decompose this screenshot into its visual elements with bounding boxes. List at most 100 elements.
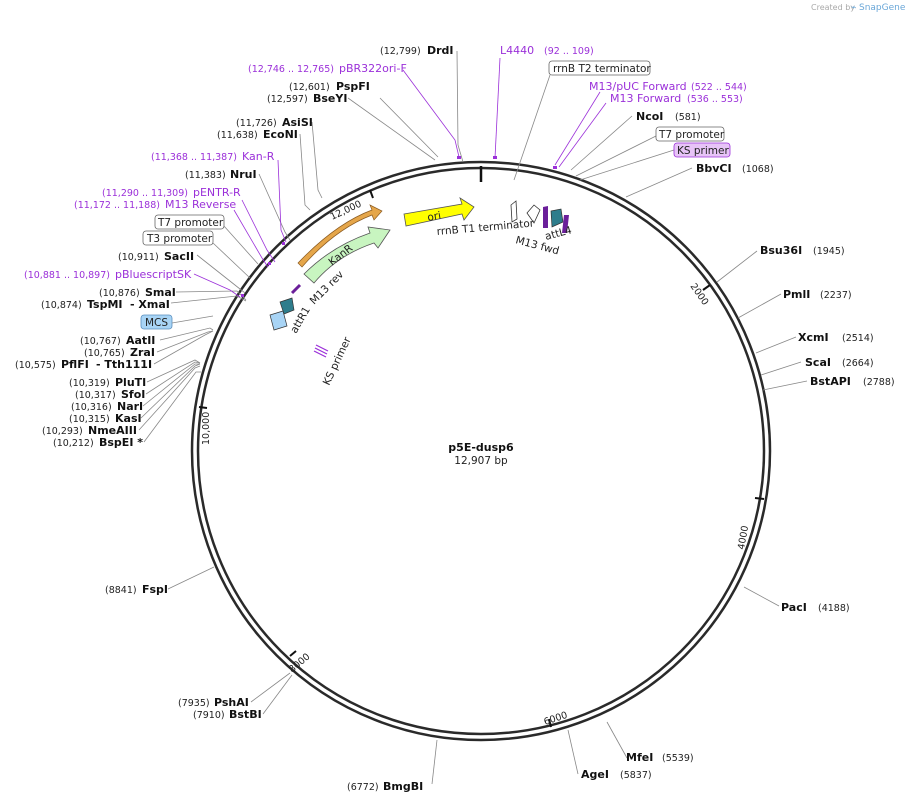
site-pos: (10,876) [99, 288, 140, 299]
box-ks-primer-right[interactable]: KS primer [673, 142, 731, 158]
site-pos: (10,765) [84, 348, 125, 359]
primer-sites [241, 156, 557, 297]
primer-pos: (92 .. 109) [544, 46, 594, 57]
scale-ticks [198, 189, 765, 728]
site-pos: (10,316) [71, 402, 112, 413]
site-name: BspEI * [99, 436, 143, 449]
site-name: NcoI [636, 110, 663, 123]
m13-rev-marker [290, 283, 302, 295]
primer-name: pENTR-R [193, 186, 241, 199]
primer-pos: (522 .. 544) [691, 82, 747, 93]
primer-name: pBluescriptSK [115, 268, 192, 281]
primer-leader-lines [193, 57, 607, 298]
ks-primer-feature-label: KS primer [321, 335, 354, 388]
primer-pos: (10,881 .. 10,897) [24, 270, 110, 281]
rrnb-t2-terminator-shape[interactable] [526, 204, 541, 224]
site-pos: (10,575) [15, 360, 56, 371]
ori-label: ori [426, 210, 442, 224]
kanr-arrow[interactable] [303, 226, 391, 284]
primer-pos: (536 .. 553) [687, 94, 743, 105]
site-pos: (2237) [820, 290, 852, 301]
ks-primer-right-marker [562, 215, 569, 233]
primer-name: M13 Forward [610, 92, 681, 105]
site-pos: (10,911) [118, 252, 159, 263]
site-name: TspMI [87, 298, 123, 311]
site-pos: (11,726) [236, 118, 277, 129]
box-t3-promoter-left[interactable]: T3 promoter [142, 230, 214, 246]
ks-primer-marks [313, 344, 329, 358]
primer-pos: (11,290 .. 11,309) [102, 188, 188, 199]
site-name: BstBI [229, 708, 262, 721]
site-name: AatII [126, 334, 155, 347]
site-pos: (1945) [813, 246, 845, 257]
site-leader-lines [138, 50, 808, 785]
site-pos: (10,315) [69, 414, 110, 425]
orange-feature-arrow[interactable] [297, 204, 383, 268]
primer-pos: (12,746 .. 12,765) [248, 64, 334, 75]
site-pos: (10,319) [69, 378, 110, 389]
snapgene-logo-icon: ⌁ [851, 3, 856, 13]
primer-labels: (12,746 .. 12,765) pBR322ori-F (11,368 .… [24, 44, 747, 281]
site-pos: (7935) [178, 698, 210, 709]
site-name: ZraI [130, 346, 155, 359]
site-pos: (10,317) [75, 390, 116, 401]
box-rrnb-t2-terminator[interactable]: rrnB T2 terminator [548, 60, 651, 76]
primer-name: Kan-R [242, 150, 275, 163]
site-pos: (8841) [105, 585, 137, 596]
t7-left-leader [223, 225, 259, 265]
site-name: MfeI [626, 751, 653, 764]
primer-name: L4440 [500, 44, 534, 57]
primer-name: pBR322ori-F [339, 62, 407, 75]
site-name: SfoI [121, 388, 145, 401]
site-pos: (2664) [842, 358, 874, 369]
t7-promoter-right-label: T7 promoter [658, 129, 725, 141]
attl4-arrow[interactable] [550, 208, 564, 228]
site-name: - XmaI [130, 298, 170, 311]
site-name: PflFI [61, 358, 89, 371]
site-name: BseYI [313, 92, 347, 105]
site-pos: (12,799) [380, 46, 421, 57]
attl4-label: attL4 [544, 224, 574, 243]
site-pos: (11,638) [217, 130, 258, 141]
box-t7-promoter-left[interactable]: T7 promoter [154, 214, 225, 230]
primer-name: M13/pUC Forward [589, 80, 687, 93]
site-name: KasI [115, 412, 142, 425]
t3-promoter-left-label: T3 promoter [146, 233, 213, 245]
box-t7-promoter-right[interactable]: T7 promoter [655, 126, 725, 142]
primer-pos: (11,368 .. 11,387) [151, 152, 237, 163]
site-name: Bsu36I [760, 244, 802, 257]
site-pos: (5539) [662, 753, 694, 764]
site-pos: (10,767) [80, 336, 121, 347]
mcs-block[interactable] [269, 310, 288, 331]
site-name: SmaI [145, 286, 176, 299]
box-mcs[interactable]: MCS [140, 314, 173, 330]
site-pos: (10,293) [42, 426, 83, 437]
site-name: ScaI [805, 356, 831, 369]
site-pos: (4188) [818, 603, 850, 614]
attr1-arrow[interactable] [279, 297, 295, 315]
t7-promoter-left-label: T7 promoter [157, 217, 224, 229]
tick-label-10000: 10,000 [201, 412, 212, 445]
site-name: SacII [164, 250, 194, 263]
site-pos: (5837) [620, 770, 652, 781]
site-name: NruI [230, 168, 257, 181]
site-pos: (2788) [863, 377, 895, 388]
site-name: DrdI [427, 44, 454, 57]
site-name: PacI [781, 601, 807, 614]
site-name: BmgBI [383, 780, 423, 793]
site-pos: (581) [675, 112, 701, 123]
site-name: PluTI [115, 376, 146, 389]
site-name: AsiSI [282, 116, 313, 129]
site-name: XcmI [798, 331, 829, 344]
rrnb-t2-label: rrnB T2 terminator [553, 63, 651, 75]
primer-name: M13 Reverse [165, 198, 236, 211]
site-name: - Tth111I [96, 358, 152, 371]
t3-left-leader [212, 242, 251, 279]
rrnb-t1-terminator[interactable] [510, 200, 518, 223]
site-name: FspI [142, 583, 168, 596]
ori-arrow[interactable] [403, 197, 475, 227]
site-name: PmlI [783, 288, 810, 301]
site-name: BstAPI [810, 375, 851, 388]
site-name: NmeAIII [88, 424, 137, 437]
